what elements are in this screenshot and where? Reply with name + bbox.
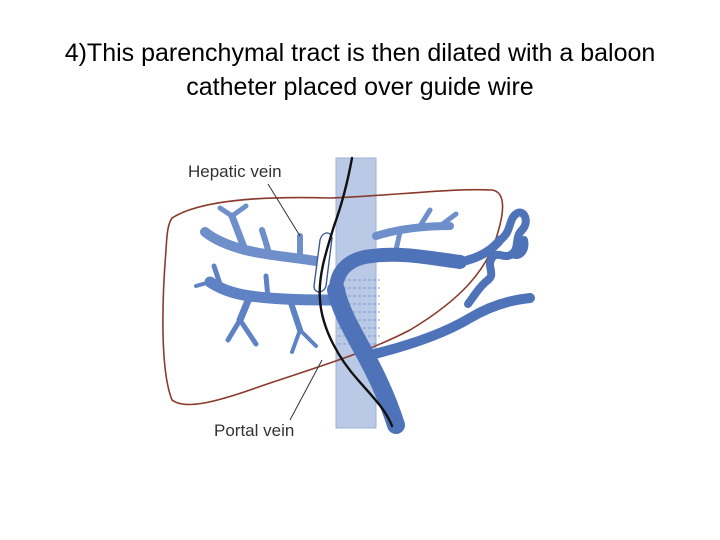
portal-vein-trunk bbox=[327, 235, 535, 434]
slide-title: 4)This parenchymal tract is then dilated… bbox=[20, 36, 700, 104]
slide-title-line-1: 4)This parenchymal tract is then dilated… bbox=[64, 39, 656, 67]
hepatic-vein-branches bbox=[200, 203, 459, 267]
portal-vein-left-branches bbox=[194, 263, 346, 354]
leader-hepatic-vein bbox=[267, 183, 301, 237]
guide-wire bbox=[318, 156, 394, 428]
label-hepatic-vein: Hepatic vein bbox=[188, 162, 282, 181]
leader-portal-vein bbox=[289, 359, 323, 421]
varices bbox=[464, 208, 530, 308]
label-portal-vein: Portal vein bbox=[214, 421, 294, 440]
liver-outline bbox=[162, 188, 504, 406]
slide-title-line-2: catheter placed over guide wire bbox=[186, 73, 534, 101]
